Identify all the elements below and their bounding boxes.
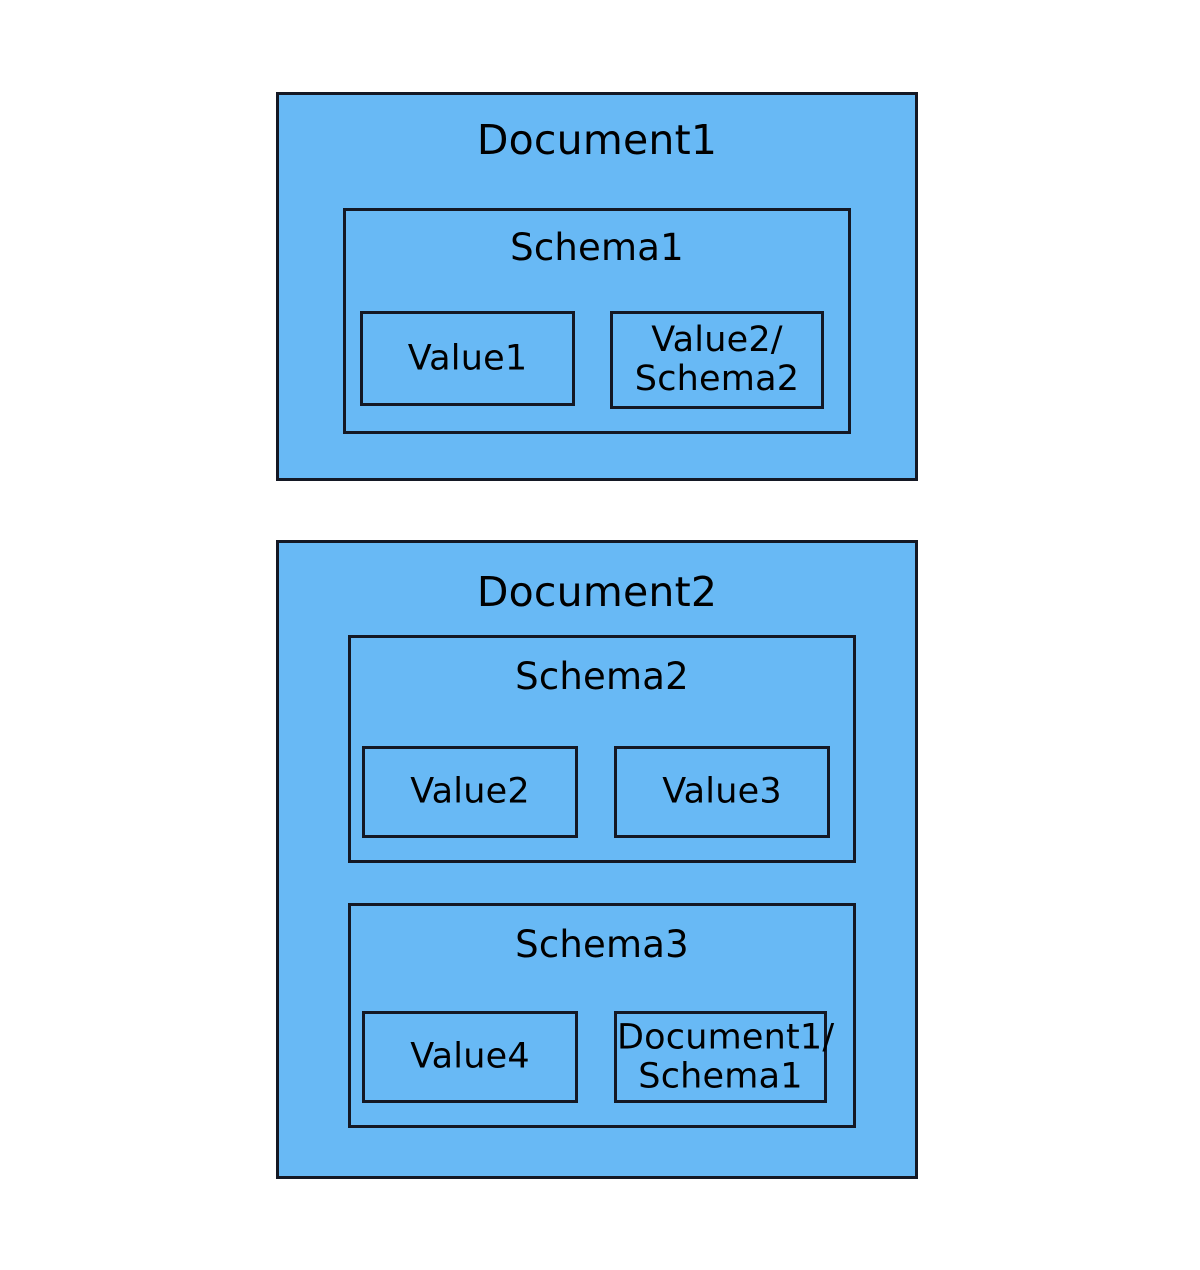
document-box-document1[interactable]: Document1 Schema1 Value1 Value2/ Schema2 [276,92,918,481]
value-label-value4: Value4 [410,1036,530,1077]
value-label-value2-schema2: Value2/ Schema2 [634,319,800,399]
value-label-document1-schema1: Document1/ Schema1 [617,1017,835,1096]
schema-title-schema2: Schema2 [515,655,689,698]
schema-box-schema2[interactable]: Schema2 Value2 Value3 [348,635,856,863]
document-title-document1: Document1 [476,116,718,164]
value-box-value3[interactable]: Value3 [614,746,830,838]
value-box-value2[interactable]: Value2 [362,746,578,838]
value-label-value3: Value3 [662,771,782,812]
value-box-value2-schema2[interactable]: Value2/ Schema2 [610,311,824,409]
schema-title-schema1: Schema1 [510,226,684,269]
document-title-document2: Document2 [476,568,718,616]
schema-box-schema3[interactable]: Schema3 Value4 Document1/ Schema1 [348,903,856,1128]
value-label-value1: Value1 [407,337,528,378]
value-box-document1-schema1[interactable]: Document1/ Schema1 [614,1011,835,1103]
schema-title-schema3: Schema3 [515,923,689,966]
schema-box-schema1[interactable]: Schema1 Value1 Value2/ Schema2 [343,208,851,434]
value-box-value1[interactable]: Value1 [360,311,575,406]
value-box-value4[interactable]: Value4 [362,1011,578,1103]
document-box-document2[interactable]: Document2 Schema2 Value2 Value3 Schema3 … [276,540,918,1179]
value-label-value2: Value2 [410,771,530,812]
